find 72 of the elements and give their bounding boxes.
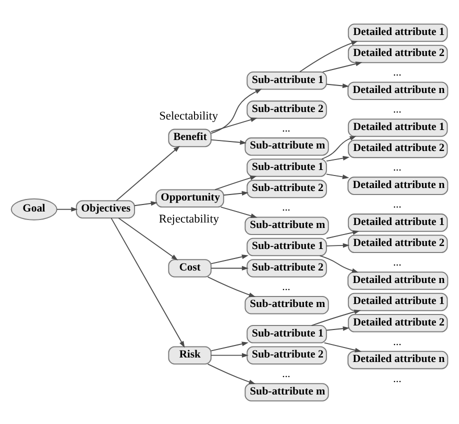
arrow — [210, 341, 248, 351]
node-box: Sub-attribute 2 — [246, 346, 327, 364]
node-box: Detailed attribute 2 — [348, 314, 448, 332]
arrow — [118, 217, 178, 260]
arrow — [324, 342, 362, 352]
arrow — [214, 175, 257, 190]
node-box: Detailed attribute 1 — [348, 23, 448, 42]
label: ... — [393, 372, 402, 384]
node-box: Detailed attribute 1 — [348, 213, 448, 232]
arrow — [210, 265, 249, 270]
node-ellipse: Goal — [10, 198, 58, 220]
arrow — [326, 230, 360, 238]
arrow — [110, 217, 185, 348]
node-box: Detailed attribute n — [348, 176, 448, 194]
arrow — [116, 145, 180, 201]
node-box: Sub-attribute m — [244, 216, 329, 234]
arrow — [326, 242, 350, 248]
node-box: Sub-attribute 1 — [246, 237, 327, 256]
node-box: Detailed attribute n — [348, 271, 448, 290]
label: ... — [393, 161, 402, 174]
arrow — [326, 326, 350, 330]
label: Rejectability — [158, 212, 219, 225]
arrow — [210, 254, 248, 264]
node-box: Opportunity — [156, 188, 224, 208]
node-box: Sub-attribute m — [244, 295, 329, 314]
label: ... — [282, 201, 290, 214]
node-box: Sub-attribute 2 — [246, 100, 327, 118]
arrow — [56, 206, 78, 212]
node-box: Benefit — [168, 128, 212, 147]
arrow — [220, 206, 258, 218]
arrow — [223, 190, 248, 196]
label: ... — [393, 198, 402, 210]
node-box: Detailed attribute n — [348, 81, 448, 100]
arrow — [210, 138, 247, 144]
node-box: Detailed attribute 2 — [348, 44, 448, 63]
arrow — [321, 135, 356, 160]
node-box: Sub-attribute 1 — [246, 71, 327, 90]
label: Selectability — [159, 108, 218, 122]
label: ... — [282, 280, 290, 292]
node-box: Objectives — [76, 200, 136, 218]
arrow — [322, 61, 362, 72]
node-box: Sub-attribute 1 — [246, 324, 327, 343]
node-box: Sub-attribute 2 — [246, 179, 327, 198]
node-box: Detailed attribute 2 — [348, 234, 448, 253]
node-box: Cost — [168, 258, 212, 277]
arrow — [210, 88, 262, 134]
node-box: Detailed attribute n — [348, 350, 448, 369]
label: ... — [282, 368, 290, 380]
node-box: Risk — [168, 346, 212, 364]
node-box: Detailed attribute 2 — [348, 139, 448, 158]
arrow — [207, 363, 256, 384]
node-box: Detailed attribute 1 — [348, 292, 448, 311]
label: ... — [282, 122, 290, 134]
arrow — [326, 173, 350, 179]
arrow — [319, 254, 359, 272]
arrow — [207, 276, 256, 296]
arrow — [326, 82, 350, 88]
arrow — [134, 200, 158, 206]
arrow — [210, 352, 249, 358]
node-box: Sub-attribute m — [244, 136, 329, 156]
label: ... — [393, 103, 402, 116]
arrow — [299, 40, 358, 72]
arrow — [326, 155, 350, 162]
node-box: Detailed attribute 1 — [348, 118, 448, 136]
arrow — [210, 117, 258, 132]
label: ... — [393, 66, 402, 78]
node-box: Sub-attribute 1 — [246, 158, 327, 176]
node-box: Sub-attribute m — [244, 382, 329, 401]
arrow — [311, 309, 361, 326]
label: ... — [393, 335, 402, 348]
label: ... — [393, 256, 402, 268]
node-box: Sub-attribute 2 — [246, 258, 327, 277]
